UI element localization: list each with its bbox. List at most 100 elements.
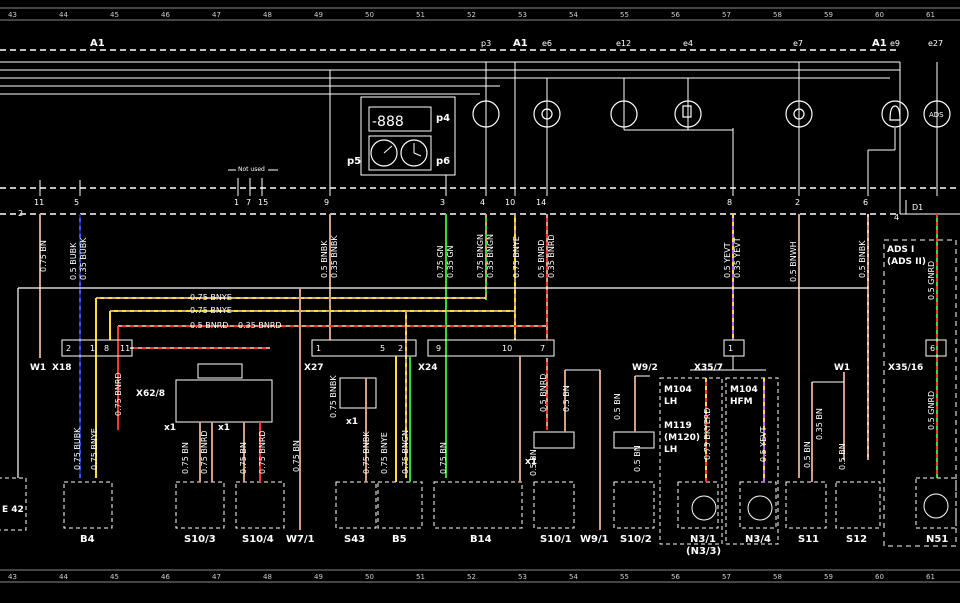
label-m120: (M120) xyxy=(664,433,700,443)
ruler-col-57: 57 xyxy=(722,11,731,19)
ruler-col-61: 61 xyxy=(926,11,935,19)
n3-1-box xyxy=(677,481,719,529)
wire-b5a: 0.75 BNYE xyxy=(380,432,389,474)
b5-box xyxy=(377,481,423,529)
label-x1a: x1 xyxy=(164,423,176,433)
wire-w8b: 0.35 YEVT xyxy=(733,237,742,278)
p6-label: p6 xyxy=(436,156,450,167)
svg-text:1: 1 xyxy=(316,344,321,353)
x1-relay-box xyxy=(339,377,377,409)
ruler-col-bottom-51: 51 xyxy=(416,573,425,581)
component-b5: B5 xyxy=(392,534,407,545)
s43-box xyxy=(335,481,377,529)
label-x24: X24 xyxy=(418,363,437,373)
label-w1b: W1 xyxy=(834,363,850,373)
ruler-col-52: 52 xyxy=(467,11,476,19)
wire-s10_4b: 0.75 BNRD xyxy=(258,430,267,474)
ruler-col-bottom-54: 54 xyxy=(569,573,578,581)
svg-text:9: 9 xyxy=(436,344,441,353)
ruler-col-54: 54 xyxy=(569,11,578,19)
label-x18: X18 xyxy=(52,363,71,373)
component-n3_1: N3/1 xyxy=(690,534,716,545)
component-s11: S11 xyxy=(798,534,819,545)
wire-w1: 0.75 BN xyxy=(39,240,48,272)
e12-label: e12 xyxy=(616,39,631,48)
wire-lw4: 0.75 BNYE xyxy=(90,428,99,470)
p5-label: p5 xyxy=(347,156,361,167)
lower-wires xyxy=(199,288,845,530)
wire-lw3: 0.75 BUBK xyxy=(73,427,82,470)
wire-w7: 0.5 BNRD xyxy=(537,240,546,278)
component-b4: B4 xyxy=(80,534,95,545)
wire-w5b: 0.35 BNGN xyxy=(486,234,495,278)
svg-text:1: 1 xyxy=(90,344,95,353)
lower-white-wires xyxy=(565,356,844,383)
wire-w6: 0.75 BNYE xyxy=(512,236,521,278)
ruler-col-bottom-45: 45 xyxy=(110,573,119,581)
component-n51: N51 xyxy=(926,534,948,545)
wire-lw2: 0.75 BNBK xyxy=(329,375,338,418)
side-2: 2 xyxy=(18,209,23,218)
wire-w3b: 0.35 BNBK xyxy=(330,235,339,278)
a1-label-left: A1 xyxy=(90,38,105,49)
wire-w2: 0.5 BUBK xyxy=(69,242,78,280)
lh-frame xyxy=(659,377,723,545)
pin-7: 7 xyxy=(246,198,251,207)
p3-label: p3 xyxy=(481,39,491,48)
label-ads2: (ADS II) xyxy=(887,257,926,267)
ruler-col-53: 53 xyxy=(518,11,527,19)
label-m104lh: M104 xyxy=(664,385,692,395)
pin-d1: D1 xyxy=(912,203,923,212)
ruler-col-bottom-56: 56 xyxy=(671,573,680,581)
component-s43: S43 xyxy=(344,534,365,545)
ruler-col-bottom-53: 53 xyxy=(518,573,527,581)
wire-s10_3a: 0.75 BN xyxy=(181,442,190,474)
wire-s10_1b: 0.5 BN xyxy=(529,449,538,476)
pin-10: 10 xyxy=(505,198,515,207)
ruler-col-bottom-59: 59 xyxy=(824,573,833,581)
pin-4: 4 xyxy=(480,198,485,207)
e7-label: e7 xyxy=(793,39,803,48)
component-n3_4: N3/4 xyxy=(745,534,771,545)
ruler-col-60: 60 xyxy=(875,11,884,19)
wire-s10_2a: 0.5 BN xyxy=(613,393,622,420)
ruler-col-bottom-46: 46 xyxy=(161,573,170,581)
component-w7_1: W7/1 xyxy=(286,534,315,545)
wire-ads_w: 0.5 GNRD xyxy=(927,261,936,300)
b14-box xyxy=(433,481,523,529)
not-used-label: Not used xyxy=(238,166,265,173)
svg-text:8: 8 xyxy=(104,344,109,353)
bell-icon xyxy=(881,100,909,128)
p4-label: p4 xyxy=(436,113,450,124)
clock-icon xyxy=(400,139,428,167)
ruler-col-bottom-57: 57 xyxy=(722,573,731,581)
component-s12: S12 xyxy=(846,534,867,545)
wire-s10_3b: 0.75 BNRD xyxy=(200,430,209,474)
component-s10_4: S10/4 xyxy=(242,534,274,545)
wire-s10_2b: 0.5 BN xyxy=(633,445,642,472)
ruler-col-59: 59 xyxy=(824,11,833,19)
e27-label: e27 xyxy=(928,39,943,48)
label-w1: W1 xyxy=(30,363,46,373)
n51-box xyxy=(915,477,957,529)
label-ads1: ADS I xyxy=(887,245,914,255)
component-w9_1: W9/1 xyxy=(580,534,609,545)
label-e42: E 42 xyxy=(2,505,24,515)
label-x1d: x1 xyxy=(525,457,537,467)
horizontal-bus xyxy=(17,287,868,478)
bottom-ruler xyxy=(0,569,960,583)
label-m104hfm2: HFM xyxy=(730,397,753,407)
pin-5: 5 xyxy=(74,198,79,207)
side-4: 4 xyxy=(894,213,899,222)
e6-label: e6 xyxy=(542,39,552,48)
wire-w2b: 0.35 BUBK xyxy=(79,237,88,280)
svg-text:10: 10 xyxy=(502,344,512,353)
ruler-col-48: 48 xyxy=(263,11,272,19)
a1-label-mid: A1 xyxy=(513,38,528,49)
label-m104hfm: M104 xyxy=(730,385,758,395)
ruler-col-bottom-50: 50 xyxy=(365,573,374,581)
